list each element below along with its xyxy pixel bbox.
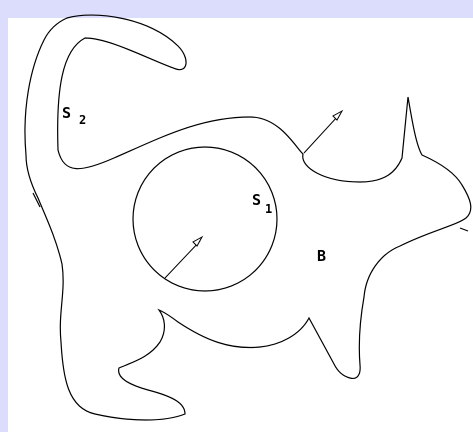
cat-outline bbox=[25, 15, 471, 420]
normal-arrow-line bbox=[304, 116, 338, 153]
radius-arrow-line bbox=[165, 241, 200, 278]
label-b: B bbox=[317, 247, 326, 265]
radius-arrow-head bbox=[193, 237, 202, 246]
label-s1: S bbox=[252, 191, 261, 209]
inner-circle bbox=[133, 147, 277, 291]
label-s1-subscript: 1 bbox=[265, 202, 272, 216]
edge-tick-right bbox=[460, 228, 468, 231]
label-s2-subscript: 2 bbox=[79, 113, 86, 127]
normal-arrow-head bbox=[333, 111, 342, 120]
label-s2: S bbox=[62, 104, 71, 122]
